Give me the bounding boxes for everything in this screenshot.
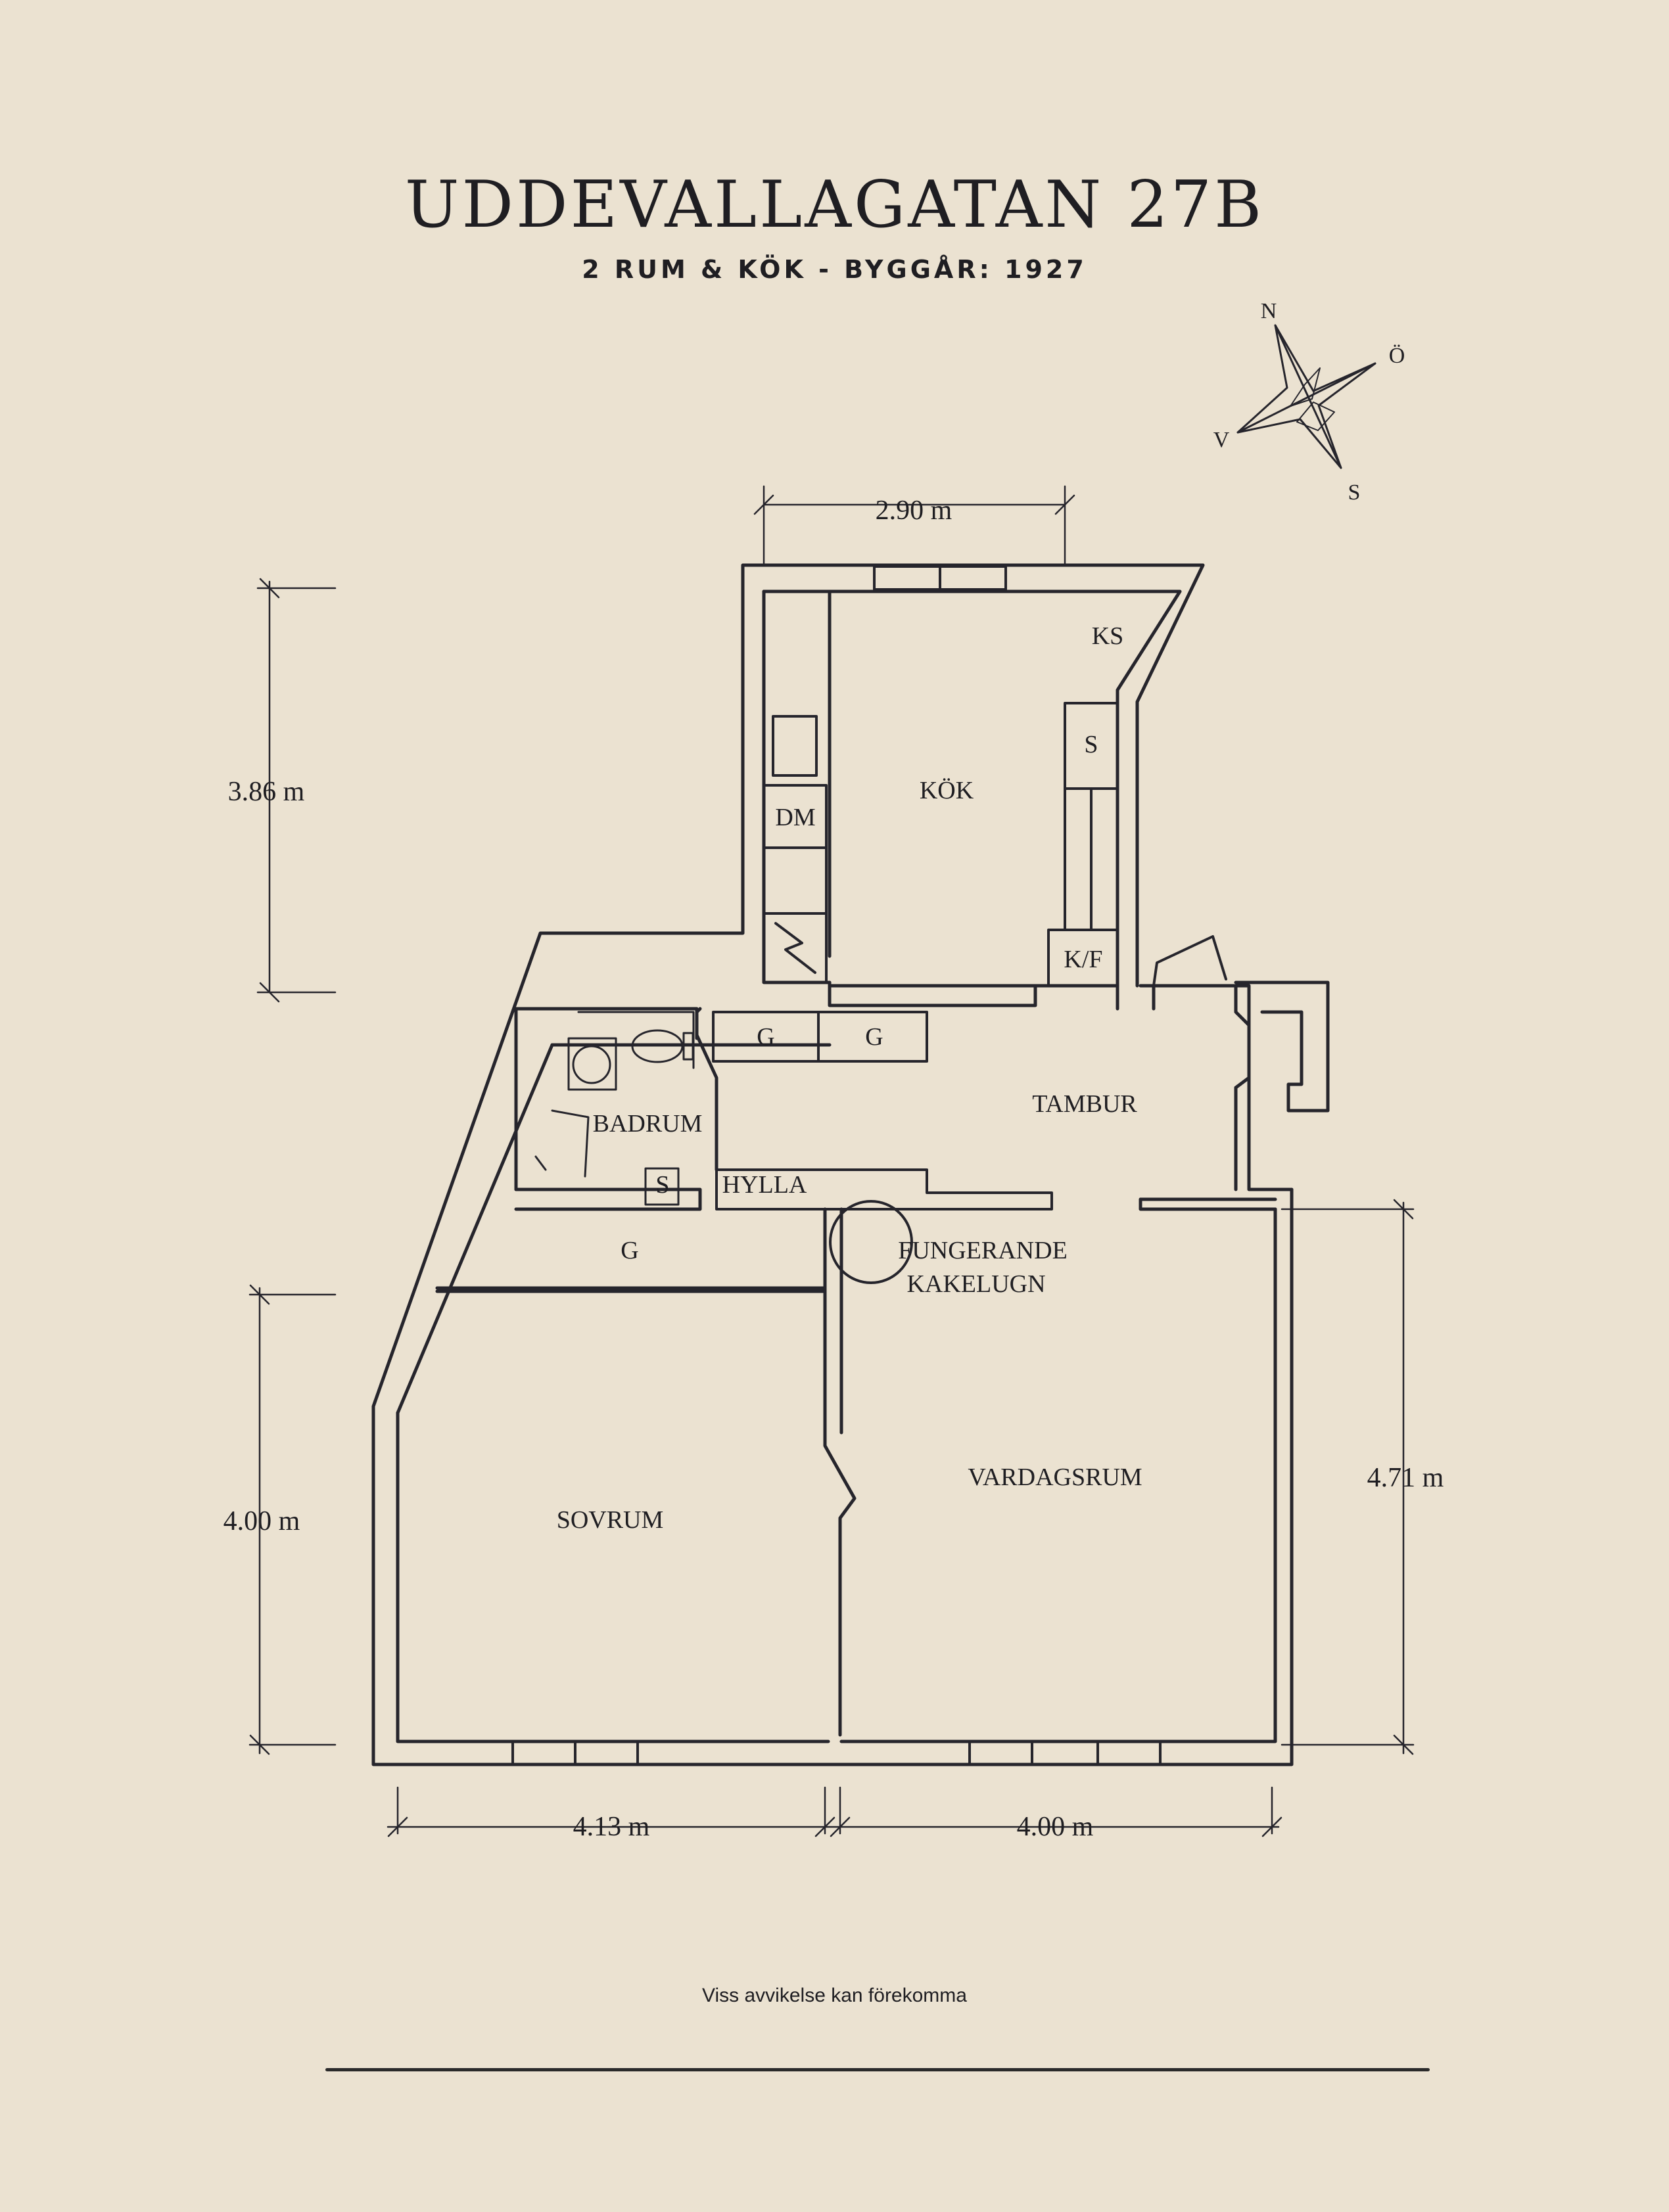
fixture-g-bedroom-label: G [621, 1237, 638, 1264]
compass-s-label: S [1348, 480, 1361, 505]
fixture-dm-label: DM [775, 804, 815, 831]
fixture-s-bath-label: S [655, 1171, 669, 1199]
fixture-s-kitchen-label: S [1084, 731, 1098, 758]
interior-walls [435, 980, 1156, 1737]
dimension-living-width: 4.00 m [1017, 1812, 1094, 1842]
dimension-lines [248, 485, 1415, 1837]
compass-rose-icon [1236, 324, 1376, 469]
room-kok-label: KÖK [920, 777, 974, 804]
dimension-living-depth: 4.71 m [1367, 1463, 1444, 1493]
room-badrum-label: BADRUM [593, 1110, 703, 1138]
kakelugn-label-line-2: KAKELUGN [906, 1270, 1045, 1298]
windows [511, 1740, 1162, 1766]
dimension-kitchen-width: 2.90 m [876, 495, 952, 526]
fixture-hylla-label: HYLLA [722, 1171, 807, 1199]
kakelugn-label-line-1: FUNGERANDE [898, 1237, 1068, 1264]
kitchen-fixtures [712, 565, 1227, 1284]
compass-v-label: V [1213, 428, 1230, 452]
bottom-divider [325, 2068, 1430, 2071]
fixture-ks-label: KS [1092, 622, 1124, 650]
bathroom-fixtures [534, 1011, 695, 1206]
dimension-bedroom-width: 4.13 m [573, 1812, 650, 1842]
fixture-g2-label: G [865, 1023, 883, 1051]
fixture-g1-label: G [757, 1023, 774, 1051]
compass-o-label: Ö [1389, 344, 1405, 368]
dimension-kitchen-depth: 3.86 m [228, 777, 305, 807]
disclaimer: Viss avvikelse kan förekomma [702, 1985, 967, 2006]
page-title: UDDEVALLAGATAN 27B [404, 168, 1265, 242]
room-tambur-label: TAMBUR [1032, 1090, 1137, 1118]
compass-n-label: N [1261, 299, 1277, 323]
fixture-kf-label: K/F [1064, 946, 1102, 973]
dimension-bedroom-depth: 4.00 m [223, 1506, 300, 1536]
room-sovrum-label: SOVRUM [557, 1506, 664, 1534]
page-subtitle: 2 RUM & KÖK - BYGGÅR: 1927 [582, 255, 1087, 284]
room-vardagsrum-label: VARDAGSRUM [968, 1463, 1142, 1491]
